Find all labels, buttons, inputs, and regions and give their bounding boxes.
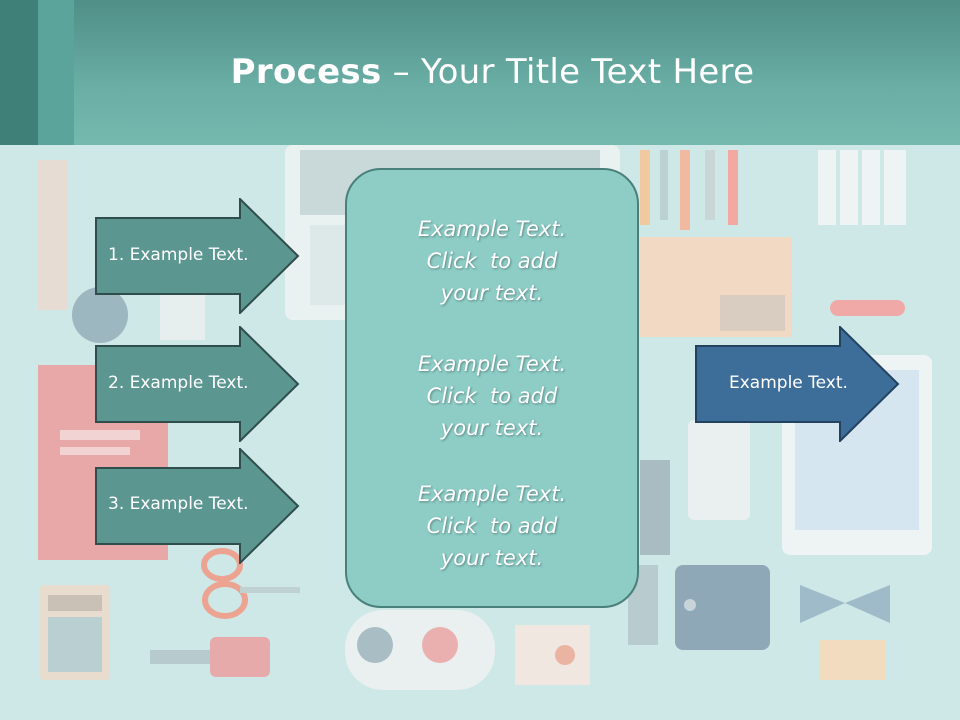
calculator-icon bbox=[40, 585, 110, 680]
paragraph-line: Example Text. bbox=[417, 482, 567, 506]
paragraph-line: Click to add bbox=[426, 514, 558, 538]
knife-icon bbox=[830, 300, 905, 316]
banner-accent-dark bbox=[0, 0, 38, 145]
arrow-2-label: 2. Example Text. bbox=[108, 373, 249, 393]
result-arrow-label: Example Text. bbox=[729, 373, 848, 393]
bowtie-icon bbox=[800, 585, 890, 623]
keys-icon bbox=[150, 637, 270, 677]
result-arrow[interactable] bbox=[695, 326, 900, 442]
center-paragraph-3: Example Text. Click to add your text. bbox=[345, 478, 639, 574]
paragraph-line: Click to add bbox=[426, 249, 558, 273]
paragraph-line: Example Text. bbox=[417, 217, 567, 241]
gamepad-icon bbox=[345, 610, 495, 690]
scissors-icon bbox=[201, 548, 300, 619]
camera-icon bbox=[38, 160, 205, 343]
title-bold: Process bbox=[230, 52, 382, 92]
slide-title[interactable]: Process – Your Title Text Here bbox=[0, 52, 960, 92]
center-text-box[interactable] bbox=[345, 168, 639, 608]
paragraph-line: your text. bbox=[440, 546, 544, 570]
process-arrow-1[interactable] bbox=[95, 198, 300, 314]
paragraph-line: Example Text. bbox=[417, 352, 567, 376]
title-rest: – Your Title Text Here bbox=[381, 52, 755, 92]
paragraph-line: your text. bbox=[440, 416, 544, 440]
process-arrow-2[interactable] bbox=[95, 326, 300, 442]
books-icon bbox=[818, 150, 906, 225]
paragraph-line: Click to add bbox=[426, 384, 558, 408]
center-paragraph-1: Example Text. Click to add your text. bbox=[345, 213, 639, 309]
banner-accent-light bbox=[38, 0, 74, 145]
process-arrow-3[interactable] bbox=[95, 448, 300, 564]
pencil-icon bbox=[640, 150, 738, 230]
arrow-1-label: 1. Example Text. bbox=[108, 245, 249, 265]
phone-icon bbox=[688, 420, 750, 520]
center-paragraph-2: Example Text. Click to add your text. bbox=[345, 348, 639, 444]
wallet-icon bbox=[675, 565, 770, 650]
arrow-3-label: 3. Example Text. bbox=[108, 494, 249, 514]
title-banner bbox=[0, 0, 960, 145]
id-card-icon bbox=[515, 625, 590, 685]
paragraph-line: your text. bbox=[440, 281, 544, 305]
